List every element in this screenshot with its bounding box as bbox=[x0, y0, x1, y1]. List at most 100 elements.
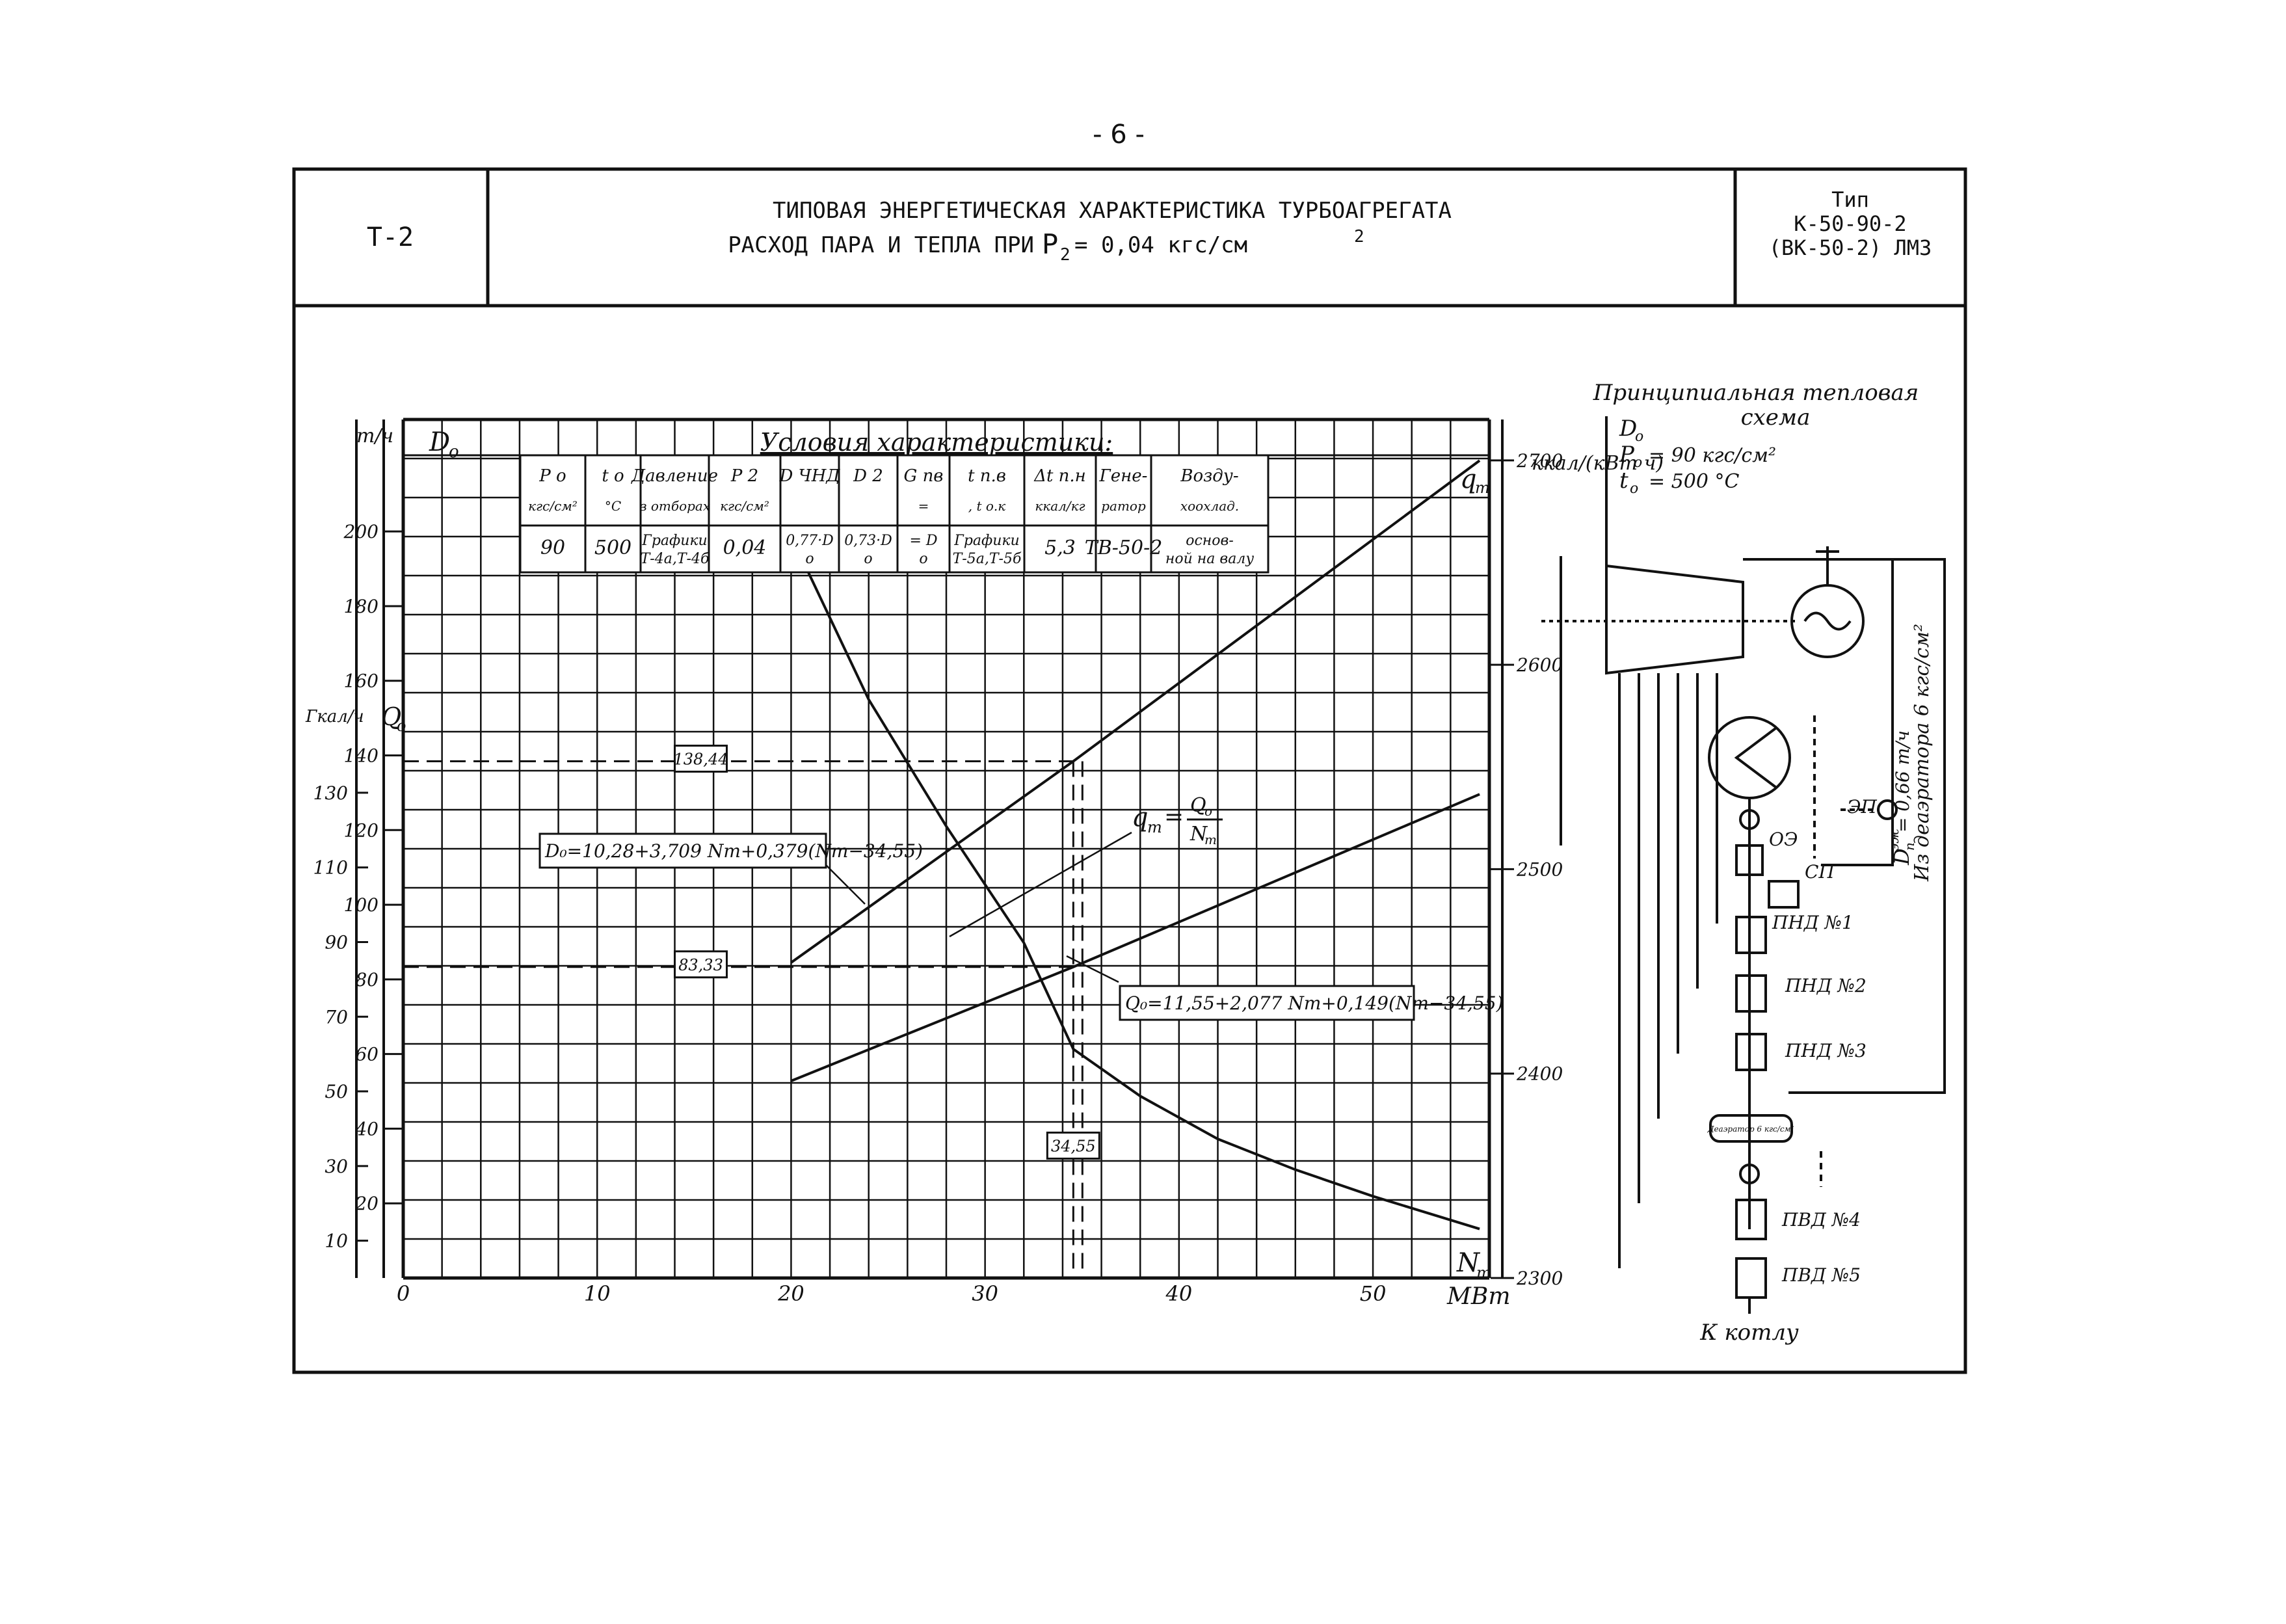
x-tick-label: 10 bbox=[584, 1281, 611, 1306]
condensate-pump bbox=[1739, 809, 1760, 830]
qt-formula-den-sub: т bbox=[1204, 832, 1217, 847]
y-outer-tick-label: 30 bbox=[325, 1156, 348, 1177]
left-outer-symbol: Q bbox=[381, 702, 401, 731]
heater-oe bbox=[1735, 844, 1764, 876]
conditions-value-line2: Т-5а,Т-5б bbox=[953, 551, 1022, 567]
conditions-header-main: Давление bbox=[631, 466, 718, 486]
conditions-value: 500 bbox=[594, 537, 631, 559]
deaerator-tank bbox=[1709, 1114, 1793, 1143]
label-pvd4: ПВД №4 bbox=[1781, 1209, 1861, 1231]
qt-formula: q т = Q o N т bbox=[1132, 794, 1223, 847]
x-tick-label: 0 bbox=[397, 1281, 410, 1306]
conditions-value: 90 bbox=[540, 537, 565, 559]
conditions-value: 0,77·D bbox=[786, 533, 834, 549]
q0-formula-leader bbox=[1066, 955, 1119, 983]
qt-formula-leader bbox=[949, 831, 1132, 938]
scheme-title-line1: Принципиальная тепловая bbox=[1593, 380, 1919, 406]
d0-corner-label: D bbox=[429, 427, 450, 457]
right-symbol-sub: т bbox=[1475, 479, 1490, 497]
mark-d0-box bbox=[674, 744, 728, 773]
conditions-header-main: G пв bbox=[904, 466, 944, 486]
conditions-header-unit: хоохлад. bbox=[1180, 498, 1239, 514]
scheme-t0-sub: o bbox=[1630, 481, 1638, 497]
x-tick-label: 40 bbox=[1165, 1281, 1192, 1306]
conditions-table-mask bbox=[519, 454, 1269, 574]
sheet-title-line2-prefix: РАСХОД ПАРА И ТЕПЛА ПРИ bbox=[728, 232, 1034, 258]
y-inner-tick-label: 40 bbox=[354, 1118, 379, 1139]
sheet-code: Т-2 bbox=[367, 222, 414, 252]
qt-formula-num: Q bbox=[1190, 794, 1206, 817]
heater-pnd1 bbox=[1735, 916, 1767, 954]
left-outer-symbol-sub: o bbox=[397, 717, 406, 735]
conditions-header-main: Гене- bbox=[1099, 466, 1148, 486]
series-line-q0 bbox=[790, 793, 1480, 1082]
sheet-title-sup: 2 bbox=[1354, 227, 1364, 246]
conditions-header-main: t o bbox=[602, 466, 624, 486]
y-outer-tick-label: 110 bbox=[313, 857, 348, 879]
y-right-tick-label: 2300 bbox=[1516, 1268, 1563, 1289]
page-number: - 6 - bbox=[1093, 120, 1145, 150]
turbine-body bbox=[1605, 564, 1744, 675]
mark-nt-label: 34,55 bbox=[1051, 1137, 1096, 1155]
qt-formula-lhs: q bbox=[1132, 803, 1149, 832]
heater-pvd5 bbox=[1735, 1257, 1767, 1299]
scheme-p0: P bbox=[1619, 442, 1635, 468]
y-inner-tick-label: 80 bbox=[355, 969, 379, 991]
conditions-header-unit: °C bbox=[605, 498, 621, 514]
x-tick-label: 30 bbox=[972, 1281, 998, 1306]
qt-formula-den: N bbox=[1190, 823, 1208, 845]
d0-formula-leader bbox=[825, 864, 866, 905]
label-pnd3: ПНД №3 bbox=[1785, 1040, 1867, 1061]
mark-q0-label: 83,33 bbox=[678, 956, 723, 974]
condenser-arrow bbox=[1734, 727, 1777, 788]
qt-formula-eq: = bbox=[1164, 804, 1184, 831]
label-boiler: К котлу bbox=[1699, 1320, 1799, 1346]
scheme-d0: D bbox=[1619, 416, 1637, 442]
turbine-type-maker: (ВК-50-2) ЛМЗ bbox=[1769, 235, 1932, 260]
scheme-t0: t bbox=[1619, 468, 1628, 494]
x-tick-label: 20 bbox=[777, 1281, 804, 1306]
y-inner-tick-label: 120 bbox=[344, 819, 379, 841]
conditions-header-main: D ЧНД bbox=[778, 466, 840, 486]
mark-nt-box bbox=[1046, 1131, 1100, 1160]
conditions-table bbox=[519, 454, 1269, 574]
y-right-tick-label: 2500 bbox=[1516, 859, 1563, 880]
scheme-d0-sub: o bbox=[1635, 429, 1643, 445]
y-inner-tick-label: 100 bbox=[344, 894, 379, 916]
conditions-value: 5,3 bbox=[1044, 537, 1076, 559]
conditions-header-unit: кгс/см² bbox=[528, 498, 578, 514]
conditions-value: 0,73·D bbox=[844, 533, 892, 549]
conditions-value: ТВ-50-2 bbox=[1085, 537, 1163, 559]
feed-pump bbox=[1739, 1164, 1760, 1184]
y-inner-tick-label: 140 bbox=[344, 745, 379, 767]
label-pnd2: ПНД №2 bbox=[1785, 975, 1867, 996]
conditions-value: Графики bbox=[953, 533, 1019, 549]
label-ep: ЭП bbox=[1847, 796, 1877, 818]
conditions-value-line2: o bbox=[805, 551, 814, 567]
qt-formula-num-sub: o bbox=[1204, 803, 1212, 819]
from-deaerator-group: Из деаэратора 6 кгс/см² bbox=[1911, 624, 1934, 882]
sheet-title-p-sub: 2 bbox=[1060, 245, 1070, 265]
left-inner-unit: т/ч bbox=[356, 425, 393, 447]
sheet-frame bbox=[292, 167, 1967, 1374]
dp-label-group: D п эж = 0,66 т/ч bbox=[1886, 730, 1917, 866]
conditions-header-main: P o bbox=[538, 466, 566, 486]
y-inner-tick-label: 180 bbox=[344, 596, 379, 617]
series-line-qt bbox=[790, 535, 1480, 1231]
x-tick-label: 50 bbox=[1360, 1281, 1387, 1306]
y-outer-tick-label: 130 bbox=[313, 782, 348, 804]
conditions-value-line2: Т-4а,Т-4б bbox=[641, 551, 710, 567]
d0-corner-sub: o bbox=[449, 442, 459, 462]
label-pvd5: ПВД №5 bbox=[1781, 1264, 1861, 1286]
y-outer-tick-label: 50 bbox=[325, 1081, 348, 1102]
right-symbol: q bbox=[1460, 464, 1477, 494]
y-inner-tick-label: 60 bbox=[355, 1044, 379, 1065]
y-right-tick-label: 2600 bbox=[1516, 654, 1563, 676]
label-dp-value: = 0,66 т/ч bbox=[1892, 730, 1913, 832]
label-pnd1: ПНД №1 bbox=[1772, 912, 1854, 933]
y-right-tick-label: 2700 bbox=[1516, 450, 1563, 472]
y-inner-tick-label: 160 bbox=[344, 671, 379, 692]
